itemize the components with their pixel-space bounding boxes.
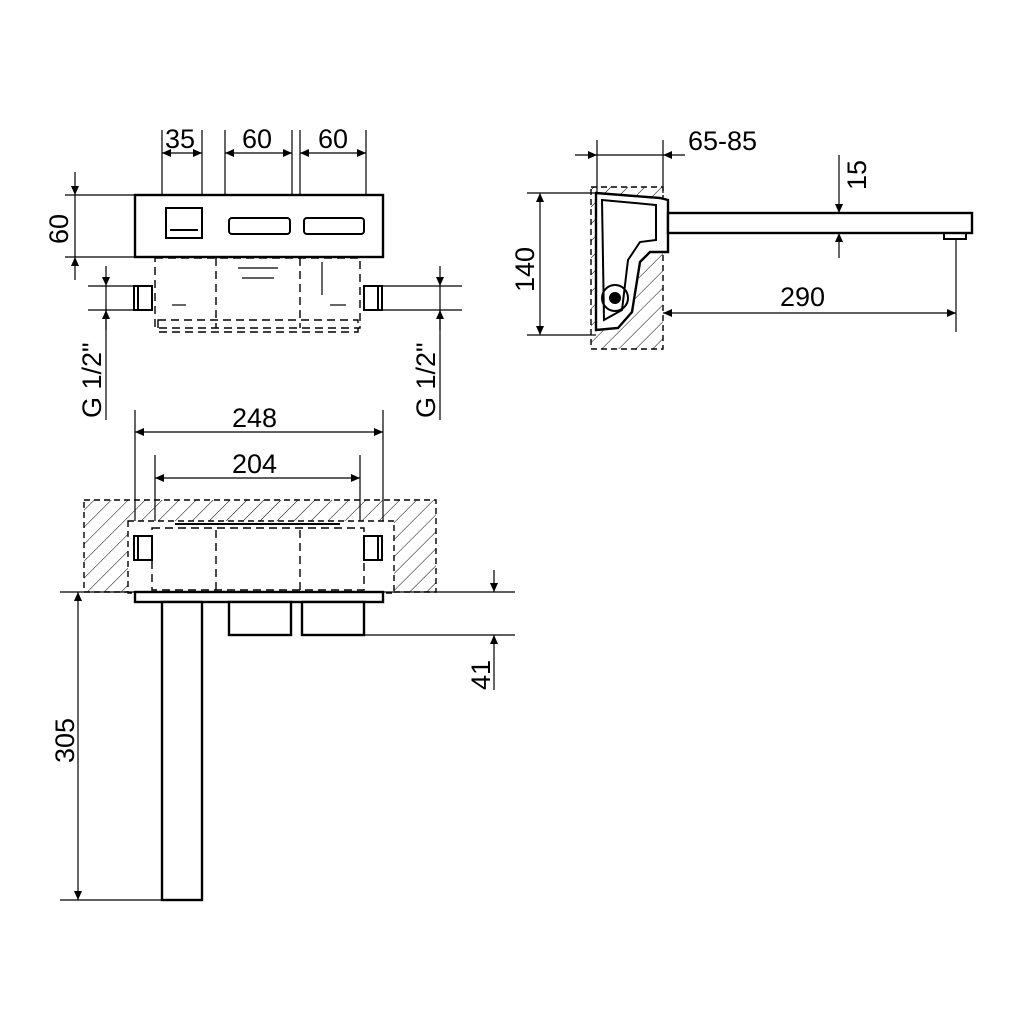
dim-side-height: 140 xyxy=(510,247,540,292)
top-view: 248 204 41 305 xyxy=(50,403,515,902)
dim-side-wall: 65-85 xyxy=(688,126,757,156)
front-slot-1 xyxy=(228,217,291,235)
dim-top-spout-length: 305 xyxy=(50,718,80,763)
top-connector-left xyxy=(133,535,153,561)
front-hidden-body xyxy=(154,257,361,329)
dim-top-box: 204 xyxy=(232,449,277,479)
dim-top-depth: 41 xyxy=(466,660,496,690)
dim-front-35: 35 xyxy=(165,124,195,154)
side-view: 65-85 15 140 290 xyxy=(510,126,974,350)
dim-front-60-a: 60 xyxy=(242,124,272,154)
front-connector-left xyxy=(133,285,153,311)
front-slot-2 xyxy=(303,217,365,235)
dim-side-length: 290 xyxy=(780,282,825,312)
front-lever-slot xyxy=(165,207,203,239)
dim-thread-left: G 1/2" xyxy=(77,342,107,418)
dim-side-thickness: 15 xyxy=(842,160,872,190)
dim-thread-right: G 1/2" xyxy=(411,342,441,418)
front-plate xyxy=(133,193,385,259)
side-spout xyxy=(666,211,974,235)
top-handle-2 xyxy=(300,600,366,637)
dim-front-60-b: 60 xyxy=(318,124,348,154)
top-connector-right xyxy=(363,535,383,561)
front-connector-right xyxy=(363,285,383,311)
front-view: 35 60 60 60 xyxy=(44,124,462,420)
top-handle-1 xyxy=(227,600,293,637)
top-faceplate xyxy=(133,590,385,604)
dim-top-overall: 248 xyxy=(232,403,277,433)
dim-front-height: 60 xyxy=(44,214,74,244)
top-spout xyxy=(160,600,204,902)
